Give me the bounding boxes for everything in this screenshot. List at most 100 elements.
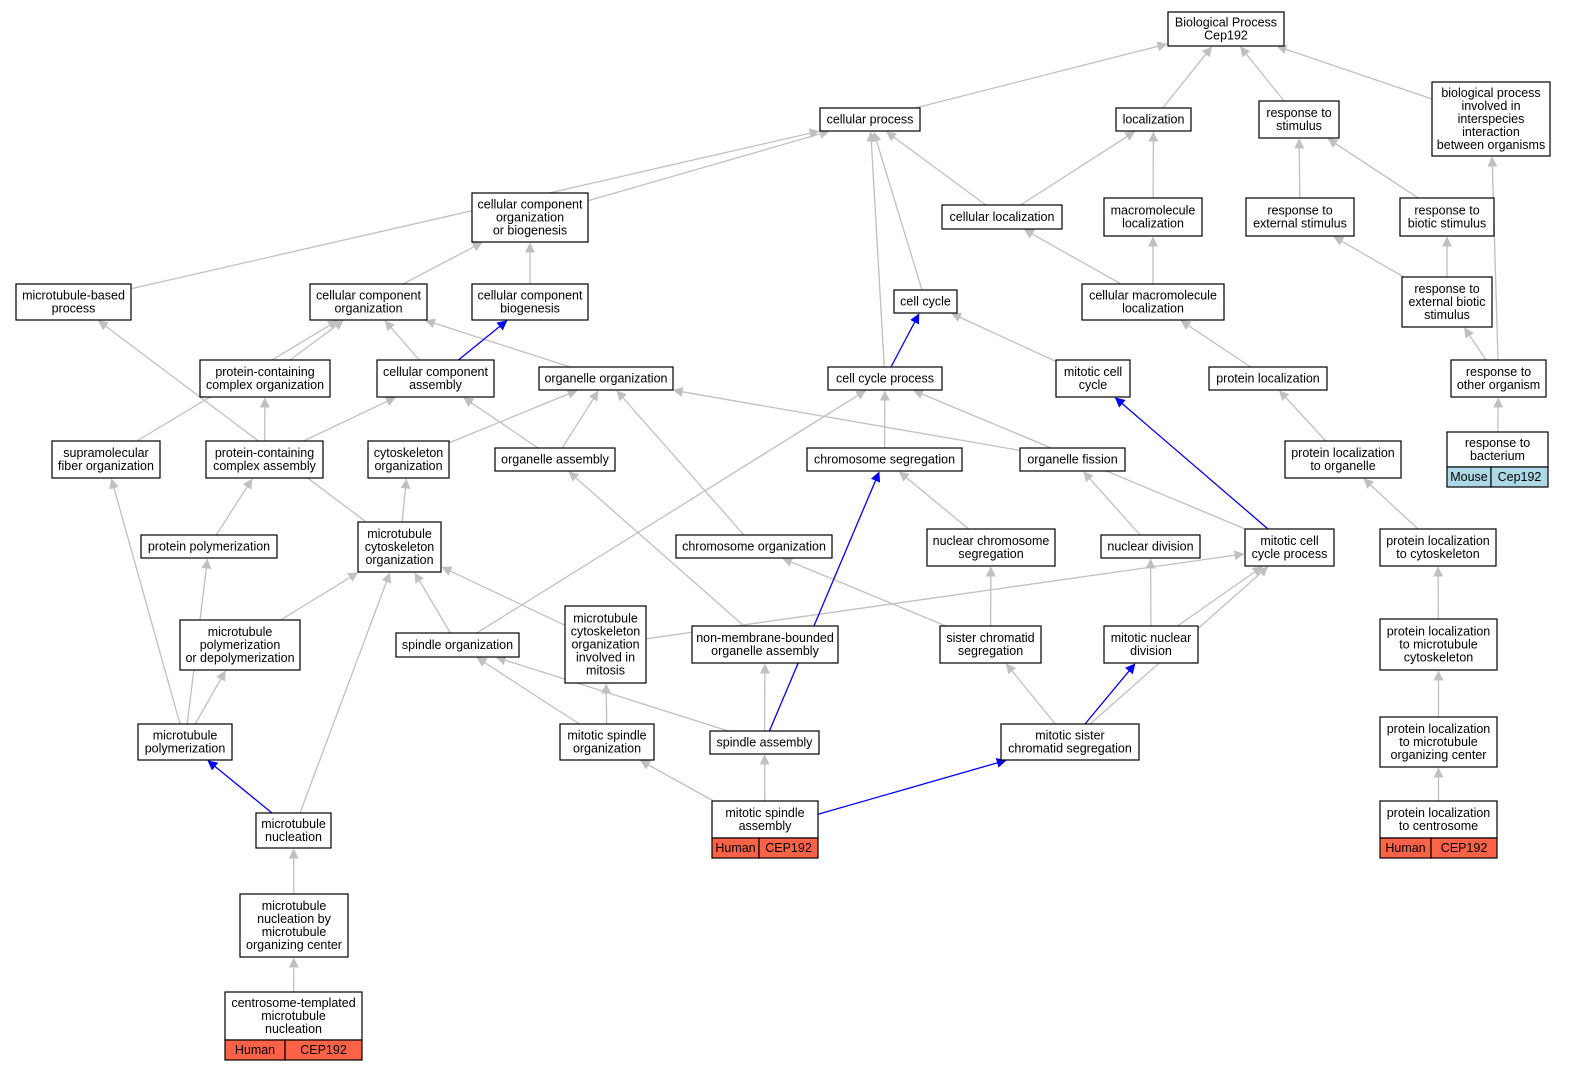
go-term-node[interactable]: cellular process bbox=[819, 107, 921, 132]
node-box bbox=[1401, 276, 1493, 328]
node-label-line: microtubule bbox=[208, 625, 273, 639]
go-term-node[interactable]: organelle fission bbox=[1019, 447, 1126, 472]
go-term-node[interactable]: organelle assembly bbox=[494, 447, 616, 472]
node-label-line: protein localization bbox=[1387, 806, 1491, 820]
go-term-node[interactable]: protein polymerization bbox=[140, 534, 278, 559]
node-box bbox=[395, 632, 520, 658]
edge-mt_polymerization-to-mt_poly_depoly bbox=[194, 670, 226, 725]
node-box bbox=[309, 283, 428, 321]
edge-response_to_stimulus-to-bp bbox=[1240, 46, 1285, 102]
node-label-line: protein polymerization bbox=[148, 540, 270, 554]
node-box bbox=[1450, 359, 1547, 398]
node-label-line: response to bbox=[1466, 365, 1531, 379]
node-box bbox=[1100, 534, 1201, 559]
node-label-line: other organism bbox=[1457, 378, 1540, 392]
go-term-node[interactable]: organelle organization bbox=[538, 366, 674, 391]
node-box bbox=[1379, 716, 1498, 768]
node-box bbox=[1245, 197, 1355, 237]
go-term-node[interactable]: cellular localization bbox=[941, 204, 1063, 230]
gene-cell bbox=[1430, 837, 1498, 859]
go-term-node[interactable]: microtubulecytoskeletonorganizationinvol… bbox=[564, 605, 647, 684]
edge-organelle_assembly-to-organelle_organization bbox=[561, 390, 599, 449]
edge-cellular_localization-to-localization bbox=[1020, 131, 1136, 206]
edge-localization-to-bp bbox=[1162, 46, 1213, 109]
node-box bbox=[1244, 528, 1335, 567]
go-term-node[interactable]: protein localization bbox=[1208, 366, 1328, 391]
go-term-node[interactable]: chromosome segregation bbox=[806, 447, 963, 472]
node-label-line: cellular component bbox=[383, 365, 488, 379]
node-label-line: mitosis bbox=[586, 664, 625, 678]
node-label-line: cytoskeleton bbox=[374, 446, 444, 460]
node-box bbox=[1431, 81, 1551, 157]
go-term-node[interactable]: spindle organization bbox=[395, 632, 520, 658]
go-term-node[interactable]: centrosome-templatedmicrotubulenucleatio… bbox=[224, 991, 363, 1061]
go-term-node[interactable]: cell cycle bbox=[893, 289, 958, 314]
go-term-node[interactable]: chromosome organization bbox=[675, 534, 833, 559]
node-label-line: cellular macromolecule bbox=[1089, 289, 1217, 303]
node-label-line: response to bbox=[1465, 436, 1530, 450]
edge-non_membrane_organelle-to-organelle_assembly bbox=[568, 471, 745, 627]
node-label-line: protein-containing bbox=[215, 365, 314, 379]
gene-cell bbox=[1490, 466, 1549, 488]
edge-mt_poly_depoly-to-mt_cytoskeleton_org bbox=[280, 572, 359, 621]
node-label-line: spindle assembly bbox=[717, 736, 814, 750]
node-label-line: to microtubule bbox=[1399, 638, 1478, 652]
node-label-line: chromatid segregation bbox=[1008, 742, 1132, 756]
node-box bbox=[179, 619, 301, 671]
species-label: Mouse bbox=[1450, 470, 1488, 484]
node-label-line: division bbox=[1130, 644, 1172, 658]
edge-mitotic_nuclear_division-to-mitotic_cell_cycle_process bbox=[1177, 566, 1263, 627]
node-box bbox=[1446, 431, 1549, 468]
node-label-line: or biogenesis bbox=[493, 224, 567, 238]
edge-response_other_organism-to-interspecies bbox=[1487, 156, 1499, 361]
go-term-node[interactable]: spindle assembly bbox=[709, 730, 820, 755]
go-term-node[interactable]: nuclear division bbox=[1100, 534, 1201, 559]
node-label-line: organelle assembly bbox=[501, 453, 609, 467]
node-box bbox=[1284, 440, 1402, 479]
edge-nuclear_division-to-organelle_fission bbox=[1083, 471, 1141, 536]
node-box bbox=[239, 893, 349, 958]
go-term-node[interactable]: cell cycle process bbox=[827, 366, 943, 391]
go-term-node[interactable]: localization bbox=[1115, 107, 1192, 132]
node-box bbox=[559, 723, 655, 761]
node-label-line: stimulus bbox=[1424, 308, 1470, 322]
